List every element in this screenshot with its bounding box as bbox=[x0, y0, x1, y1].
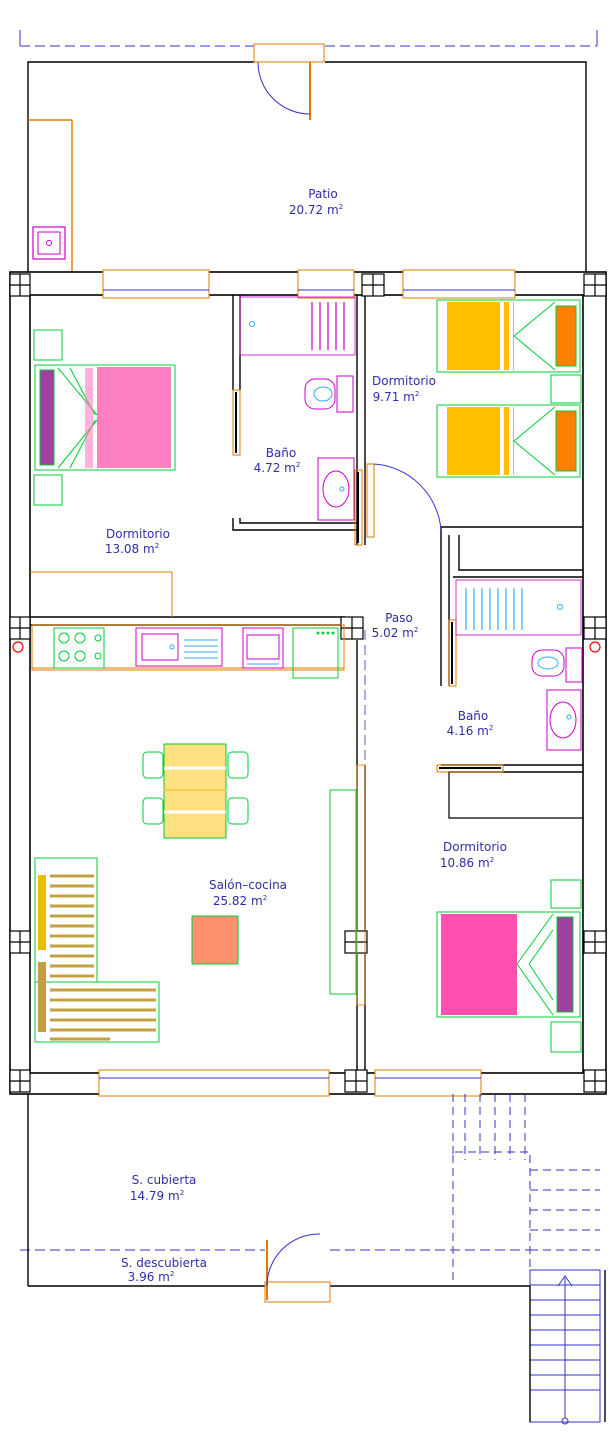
wardrobe-dorm1 bbox=[30, 571, 173, 617]
stove-icon bbox=[53, 627, 105, 669]
room-area-bano2: 4.16 m2 bbox=[447, 724, 494, 738]
kitchen-counter bbox=[31, 624, 345, 671]
room-area-dorm2: 9.71 m2 bbox=[373, 390, 420, 404]
room-name-dorm1: Dormitorio bbox=[106, 527, 170, 541]
bottom-windows bbox=[98, 1069, 482, 1097]
double-bed-dorm3 bbox=[436, 879, 582, 1053]
kitchen-sink-icon bbox=[135, 627, 223, 667]
double-bed-dorm1 bbox=[33, 329, 176, 506]
room-area-sdescubierta: 3.96 m2 bbox=[128, 1270, 175, 1284]
room-name-bano1: Baño bbox=[266, 446, 297, 460]
porch-walls bbox=[27, 1094, 530, 1287]
sink-bath2-icon bbox=[546, 689, 582, 751]
patio-sink-icon bbox=[32, 226, 66, 260]
room-area-bano1: 4.72 m2 bbox=[254, 461, 301, 475]
room-name-dorm2: Dormitorio bbox=[372, 374, 436, 388]
toilet-bath1-icon bbox=[304, 375, 354, 413]
sofa-l-shaped bbox=[34, 857, 160, 1043]
room-name-scubierta: S. cubierta bbox=[132, 1173, 197, 1187]
room-area-dorm1: 13.08 m2 bbox=[105, 542, 159, 556]
axis-markers bbox=[12, 641, 601, 653]
single-bed-dorm2-a bbox=[436, 299, 581, 373]
toilet-bath2-icon bbox=[531, 647, 583, 683]
patio-door-icon bbox=[253, 43, 325, 120]
porch-door-icon bbox=[264, 1233, 331, 1303]
dining-table bbox=[163, 743, 227, 839]
interior-doors bbox=[232, 389, 504, 1006]
room-area-patio: 20.72 m2 bbox=[289, 203, 343, 217]
single-bed-dorm2-b bbox=[436, 404, 581, 478]
wardrobe-dorm3 bbox=[448, 772, 583, 819]
fridge-icon bbox=[292, 627, 339, 679]
room-labels: Patio 20.72 m2 Dormitorio 13.08 m2 Baño … bbox=[105, 187, 507, 1284]
room-area-paso: 5.02 m2 bbox=[372, 626, 419, 640]
dining-chairs bbox=[142, 751, 249, 825]
room-name-dorm3: Dormitorio bbox=[443, 840, 507, 854]
shower-bath1 bbox=[239, 296, 356, 356]
oven-icon bbox=[242, 627, 284, 669]
staircase bbox=[529, 1269, 601, 1425]
room-name-bano2: Baño bbox=[458, 709, 489, 723]
room-name-patio: Patio bbox=[308, 187, 337, 201]
shower-bath2 bbox=[455, 579, 582, 636]
room-area-scubierta: 14.79 m2 bbox=[130, 1189, 184, 1203]
room-name-salon: Salón–cocina bbox=[209, 878, 287, 892]
tv-cabinet bbox=[329, 789, 357, 995]
patio-walls bbox=[27, 61, 587, 272]
room-name-paso: Paso bbox=[385, 611, 413, 625]
nightstand-dorm2 bbox=[550, 374, 582, 404]
top-windows bbox=[102, 269, 516, 299]
rug bbox=[191, 915, 239, 965]
room-area-salon: 25.82 m2 bbox=[213, 894, 267, 908]
room-name-sdescubierta: S. descubierta bbox=[121, 1256, 207, 1270]
sink-bath1-icon bbox=[317, 457, 355, 521]
room-area-dorm3: 10.86 m2 bbox=[440, 856, 494, 870]
porch-dashed-lines bbox=[452, 1094, 600, 1280]
